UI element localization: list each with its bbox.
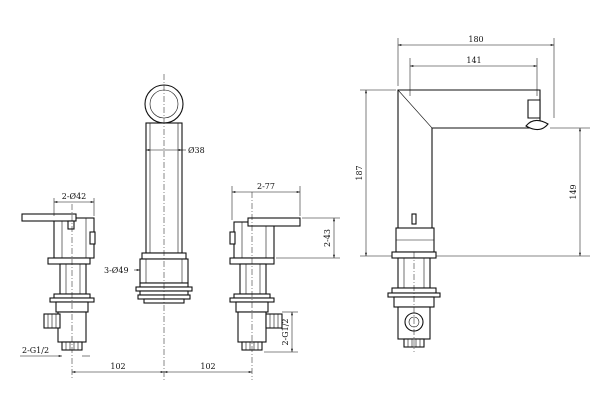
- dim-label-141: 141: [466, 56, 481, 65]
- dim-label-149: 149: [569, 184, 578, 199]
- dim-label-2x-g12-left: 2-G1/2: [22, 346, 49, 355]
- dim-label-3x-diameter-49: 3-Ø49: [104, 266, 129, 275]
- dimension-lines: [20, 38, 590, 373]
- dim-label-diameter-38: Ø38: [188, 146, 205, 155]
- side-view-spout: [387, 89, 549, 348]
- dim-label-2x-diameter-42: 2-Ø42: [62, 192, 87, 201]
- center-spout: [135, 84, 193, 304]
- dim-label-2x-g12-right: 2-G1/2: [281, 318, 290, 345]
- left-handle-valve: [21, 213, 96, 351]
- dim-label-180: 180: [468, 35, 483, 44]
- dim-label-2x-43: 2-43: [323, 229, 332, 247]
- dim-label-102-right: 102: [200, 362, 215, 371]
- dim-label-187: 187: [355, 165, 364, 180]
- center-lines: [71, 74, 415, 380]
- dim-label-102-left: 102: [110, 362, 125, 371]
- dim-label-2x-77: 2-77: [257, 182, 275, 191]
